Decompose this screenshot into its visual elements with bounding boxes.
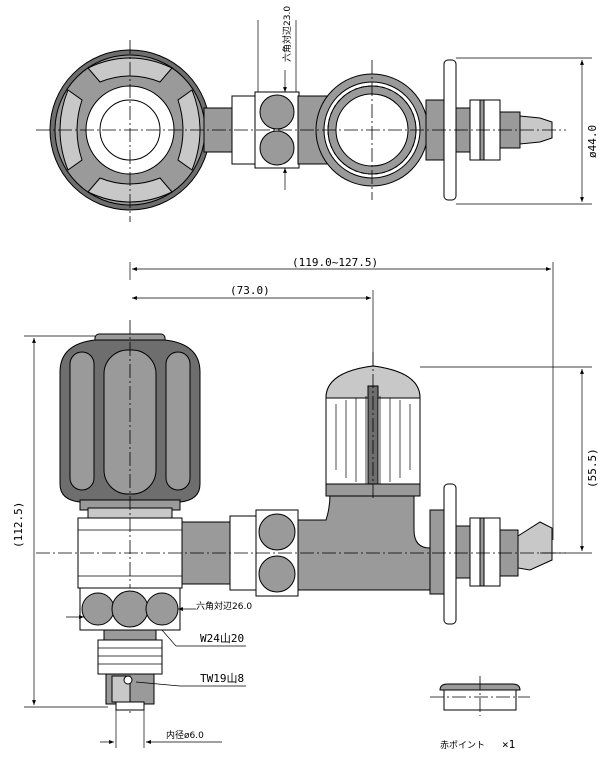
hex-top-dimension-label: 六角対辺23.0 — [281, 6, 293, 62]
length-73-label: (73.0) — [230, 284, 270, 297]
top-view: 六角対辺23.0 ø44.0 — [36, 6, 599, 222]
red-point-accessory: 赤ポイント ×1 — [430, 676, 530, 751]
inner-dia-label: 内径ø6.0 — [166, 729, 204, 741]
top-hex-nut — [254, 91, 300, 169]
accessory-label: 赤ポイント — [440, 740, 485, 751]
hex-bottom-dimension-label: 六角対辺26.0 — [196, 600, 252, 612]
height-55-label: (55.5) — [586, 448, 599, 488]
bottom-hex-nut — [79, 587, 181, 631]
thread-tw19-label: TW19山8 — [200, 672, 244, 685]
dia-44-dimension-label: ø44.0 — [586, 125, 599, 158]
front-handle — [59, 333, 201, 521]
overall-length-label: (119.0~127.5) — [292, 256, 378, 269]
thread-w24-label: W24山20 — [200, 632, 244, 645]
accessory-quantity: ×1 — [502, 738, 515, 751]
front-view: (119.0~127.5) (73.0) — [12, 256, 599, 748]
height-112-label: (112.5) — [12, 502, 25, 548]
